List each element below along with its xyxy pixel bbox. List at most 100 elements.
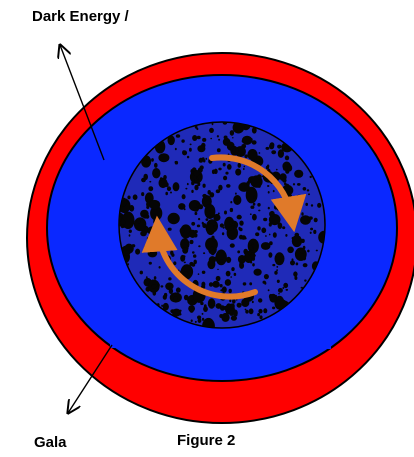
core-dot — [148, 249, 158, 257]
core-dot — [317, 203, 321, 208]
core-dot — [230, 201, 232, 203]
core-dot — [245, 310, 248, 314]
core-dot — [168, 213, 180, 224]
core-dot — [259, 152, 261, 154]
core-dot — [163, 295, 167, 300]
core-dot — [218, 139, 220, 141]
core-dot — [247, 149, 257, 160]
core-dot — [181, 139, 184, 142]
core-dot — [242, 136, 252, 145]
core-dot — [149, 262, 152, 265]
core-dot — [149, 200, 160, 210]
core-dot — [304, 279, 306, 281]
core-dot — [229, 299, 231, 302]
core-dot — [199, 158, 204, 163]
core-dot — [176, 134, 180, 138]
core-dot — [303, 187, 307, 191]
core-dot — [249, 246, 253, 250]
core-dot — [187, 183, 189, 185]
core-dot — [235, 193, 237, 195]
core-dot — [307, 217, 310, 220]
core-dot — [237, 215, 242, 220]
core-dot — [194, 179, 198, 183]
core-dot — [211, 250, 215, 255]
core-dot — [239, 262, 242, 266]
core-dot — [192, 135, 197, 141]
core-dot — [217, 135, 219, 137]
core-dot — [267, 165, 269, 168]
core-dot — [216, 189, 220, 193]
core-dot — [163, 303, 169, 311]
core-dot — [208, 298, 216, 308]
core-dot — [224, 211, 227, 215]
core-dot — [268, 207, 270, 210]
core-dot — [249, 308, 254, 314]
core-dot — [154, 163, 158, 168]
core-dot — [225, 279, 231, 286]
core-dot — [168, 136, 175, 146]
core-dot — [273, 190, 275, 192]
core-dot — [213, 238, 216, 241]
core-dot — [286, 289, 289, 291]
core-dot — [243, 168, 245, 170]
core-dot — [244, 257, 246, 259]
core-dot — [134, 217, 146, 231]
core-dot — [273, 232, 277, 238]
core-dot — [141, 192, 144, 196]
core-dot — [296, 195, 302, 200]
core-dot — [227, 164, 232, 170]
core-dot — [193, 170, 200, 176]
core-dot — [244, 154, 247, 158]
core-dot — [168, 228, 172, 231]
core-dot — [206, 224, 215, 235]
core-dot — [191, 181, 194, 185]
core-dot — [292, 235, 302, 247]
core-dot — [218, 168, 221, 171]
core-dot — [173, 182, 180, 191]
figure-caption: Figure 2 — [177, 432, 235, 449]
core-dot — [296, 262, 299, 265]
core-dot — [220, 259, 224, 263]
core-dot — [163, 175, 167, 180]
core-dot — [222, 232, 224, 235]
core-dot — [129, 205, 134, 212]
core-dot — [263, 218, 267, 221]
core-dot — [198, 204, 203, 209]
core-dot — [158, 153, 169, 162]
core-dot — [257, 313, 260, 316]
core-dot — [180, 228, 185, 234]
core-dot — [269, 234, 271, 236]
core-dot — [249, 282, 252, 285]
core-dot — [282, 226, 285, 229]
core-dot — [229, 289, 232, 293]
core-dot — [225, 172, 228, 175]
core-dot — [248, 180, 251, 182]
core-dot — [271, 150, 276, 154]
core-dot — [276, 169, 278, 171]
core-dot — [191, 190, 193, 193]
core-dot — [278, 293, 280, 295]
core-dot — [191, 263, 195, 266]
core-dot — [252, 301, 254, 303]
core-dot — [203, 252, 205, 254]
core-dot — [237, 250, 240, 253]
core-dot — [258, 298, 262, 302]
core-dot — [227, 303, 231, 308]
core-dot — [149, 181, 151, 183]
core-dot — [153, 291, 157, 296]
core-dot — [161, 285, 164, 287]
core-dot — [217, 269, 219, 270]
core-dot — [198, 218, 200, 220]
core-dot — [245, 309, 247, 311]
core-dot — [250, 213, 252, 215]
core-dot — [268, 252, 272, 258]
core-dot — [216, 250, 227, 266]
core-dot — [144, 245, 146, 248]
core-dot — [151, 158, 154, 162]
core-dot — [151, 284, 156, 288]
core-dot — [241, 235, 246, 240]
core-dot — [153, 219, 157, 224]
core-dot — [187, 156, 189, 159]
core-dot — [270, 211, 275, 216]
core-dot — [121, 224, 124, 228]
